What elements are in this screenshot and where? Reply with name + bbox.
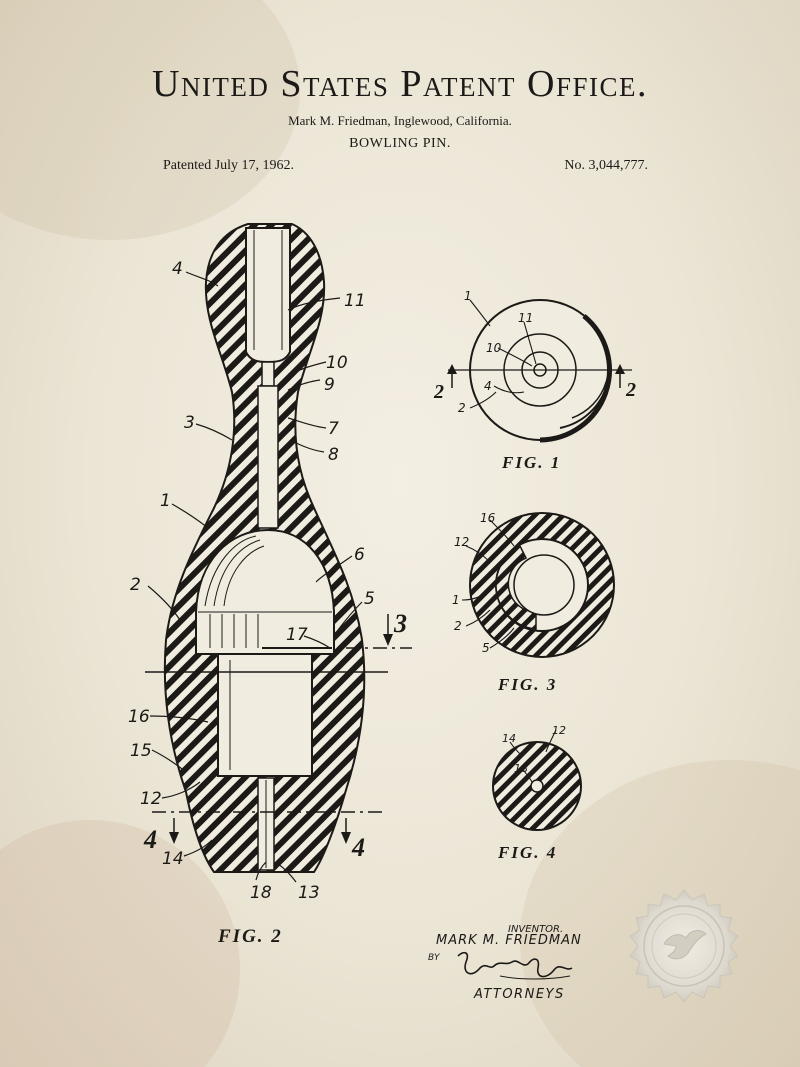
fig1-section-2-right: 2	[625, 379, 636, 401]
ref-8: 8	[328, 445, 339, 465]
ref-2: 2	[130, 575, 141, 595]
core-chamber	[195, 528, 335, 655]
inventor-label: INVENTOR.	[508, 924, 563, 935]
fig3-section	[469, 512, 615, 658]
fig4-numerals: 14 12 18	[502, 724, 566, 775]
fig1-ref-10: 10	[486, 341, 502, 355]
ref-15: 15	[130, 741, 152, 761]
inventor-line: Mark M. Friedman, Inglewood, California.	[288, 113, 512, 128]
ref-7: 7	[328, 419, 339, 439]
fig4-ref-14: 14	[502, 732, 516, 745]
section-3-label: 3	[393, 609, 407, 638]
fig1-top-view	[447, 299, 632, 443]
fig1-ref-4: 4	[484, 379, 492, 393]
eagle-icon	[663, 930, 707, 960]
ref-6: 6	[354, 545, 365, 565]
fig4-ref-18: 18	[514, 762, 528, 775]
fig2-caption: FIG. 2	[217, 926, 283, 947]
fig3-caption: FIG. 3	[497, 675, 557, 694]
base-cavity	[217, 653, 313, 777]
center-shaft	[257, 385, 279, 529]
ref-10: 10	[326, 353, 348, 373]
fig1-caption: FIG. 1	[501, 453, 561, 472]
fig3-ref-12: 12	[454, 535, 469, 549]
ref-18: 18	[250, 883, 272, 903]
embossed-seal	[629, 889, 739, 1003]
patent-subject: BOWLING PIN.	[349, 136, 451, 151]
fig3-ref-5: 5	[482, 641, 490, 655]
patent-office-title: United States Patent Office.	[152, 63, 648, 105]
section-4-left-label: 4	[143, 825, 157, 854]
fig1-section-2-left: 2	[433, 381, 444, 403]
section-4-right-label: 4	[351, 833, 365, 862]
signature-block: INVENTOR. MARK M. FRIEDMAN BY ATTORNEYS	[428, 924, 582, 1002]
fig3-ref-16: 16	[480, 511, 496, 525]
fig1-ref-2: 2	[458, 401, 466, 415]
ref-5: 5	[364, 589, 375, 609]
fig3-ref-1: 1	[452, 593, 460, 607]
fig4-caption: FIG. 4	[497, 843, 557, 862]
patent-number: No. 3,044,777.	[564, 158, 648, 173]
fig3-numerals: 16 12 1 2 5	[452, 511, 496, 655]
neck-bore	[245, 227, 291, 364]
fig4-leaders	[509, 729, 557, 783]
by-label: BY	[428, 953, 441, 963]
fig2-pin-section	[145, 223, 412, 873]
inventor-name: MARK M. FRIEDMAN	[436, 933, 582, 948]
fig1-ref-1: 1	[464, 289, 472, 303]
fig1-numerals: 1 11 10 4 2	[458, 289, 533, 415]
fig1-leaders	[469, 299, 537, 409]
fig2-leaders	[147, 271, 363, 883]
ref-3: 3	[184, 413, 195, 433]
attorney-signature	[457, 951, 573, 980]
fig4-section	[492, 741, 582, 831]
ref-11: 11	[344, 291, 366, 311]
ref-1: 1	[160, 491, 171, 511]
ref-9: 9	[324, 375, 335, 395]
ref-17: 17	[286, 625, 308, 645]
patent-date: Patented July 17, 1962.	[163, 158, 295, 173]
ref-13: 13	[298, 883, 320, 903]
section-markers: 3 4 4	[143, 609, 407, 862]
fig3-leaders	[461, 519, 515, 649]
ref-4: 4	[172, 259, 183, 279]
fig3-ref-2: 2	[454, 619, 462, 633]
fig1-ref-11: 11	[518, 311, 533, 325]
ref-16: 16	[128, 707, 150, 727]
fig4-ref-12: 12	[552, 724, 566, 737]
ref-14: 14	[162, 849, 184, 869]
attorneys-label: ATTORNEYS	[473, 987, 565, 1002]
fig2-numerals: 4 11 10 9 3 7 8 1 6 2 5 17 16 15 12 14 1…	[128, 259, 375, 903]
ref-12: 12	[140, 789, 162, 809]
